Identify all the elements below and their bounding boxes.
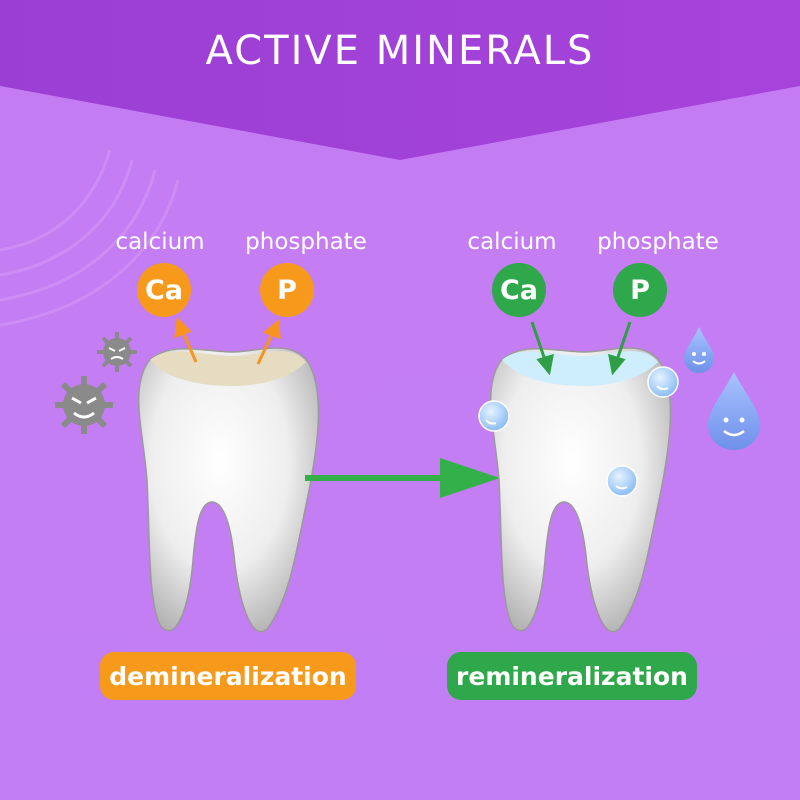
tooth-icon-left	[138, 347, 320, 633]
decor-lines	[0, 149, 180, 327]
calcium-label-left: calcium	[115, 229, 205, 255]
bubble-icon	[478, 366, 679, 497]
phosphate-ion-icon-left: P	[260, 263, 314, 317]
calcium-ion-icon-left: Ca	[137, 263, 191, 317]
remineralization-badge: remineralization	[447, 652, 697, 700]
arrow-up-icon	[174, 316, 281, 365]
germ-icon-small	[97, 332, 137, 372]
phosphate-ion-icon-right: P	[613, 263, 667, 317]
calcium-ion-icon-right: Ca	[492, 263, 546, 317]
header-banner	[0, 0, 800, 160]
phosphate-label-right: phosphate	[597, 229, 719, 255]
arrow-right-icon	[305, 458, 500, 498]
calcium-label-right: calcium	[467, 229, 557, 255]
page-title: ACTIVE MINERALS	[205, 28, 595, 74]
water-drop-icon-small	[684, 327, 714, 373]
phosphate-label-left: phosphate	[245, 229, 367, 255]
water-drop-icon-large	[708, 372, 760, 450]
arrow-down-icon	[530, 321, 632, 376]
germ-icon-large	[55, 376, 113, 434]
demineralization-badge: demineralization	[100, 652, 356, 700]
